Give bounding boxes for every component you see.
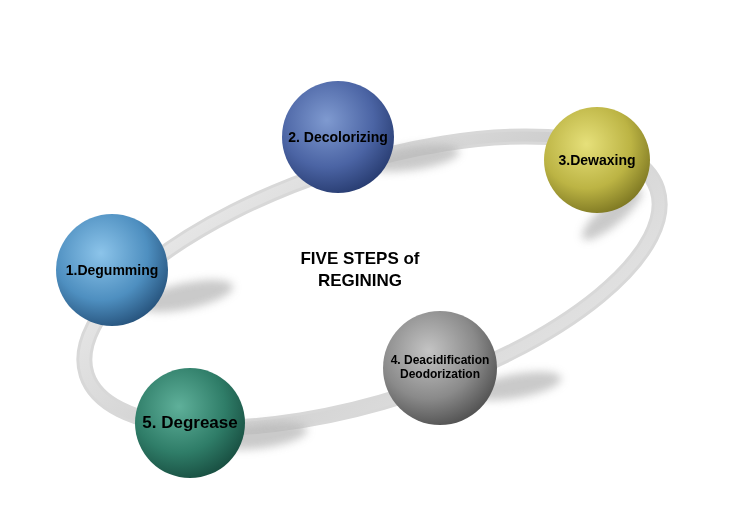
step-sphere: 2. Decolorizing [282, 81, 394, 193]
step-label: 2. Decolorizing [280, 129, 396, 145]
step-label: 3.Dewaxing [544, 152, 650, 168]
step-sphere: 5. Degrease [135, 368, 245, 478]
sphere-text-group: 1.Degumming [56, 262, 168, 278]
sphere-text-group: 3.Dewaxing [544, 152, 650, 168]
ring-band [50, 77, 694, 487]
step-sphere: 1.Degumming [56, 214, 168, 326]
diagram-title: FIVE STEPS of REGINING [280, 248, 440, 292]
step-label: 1.Degumming [56, 262, 168, 278]
step-sphere: 3.Dewaxing [544, 107, 650, 213]
step-sphere: 4. Deacidification Deodorization [383, 311, 497, 425]
sphere-fill [56, 214, 168, 326]
sphere-text-group: 2. Decolorizing [280, 129, 396, 145]
step-label: 4. Deacidification Deodorization [381, 354, 499, 382]
sphere-text-group: 5. Degrease [132, 413, 248, 433]
sphere-text-group: 4. Deacidification Deodorization [381, 354, 499, 382]
sphere-fill [544, 107, 650, 213]
step-label: 5. Degrease [132, 413, 248, 433]
